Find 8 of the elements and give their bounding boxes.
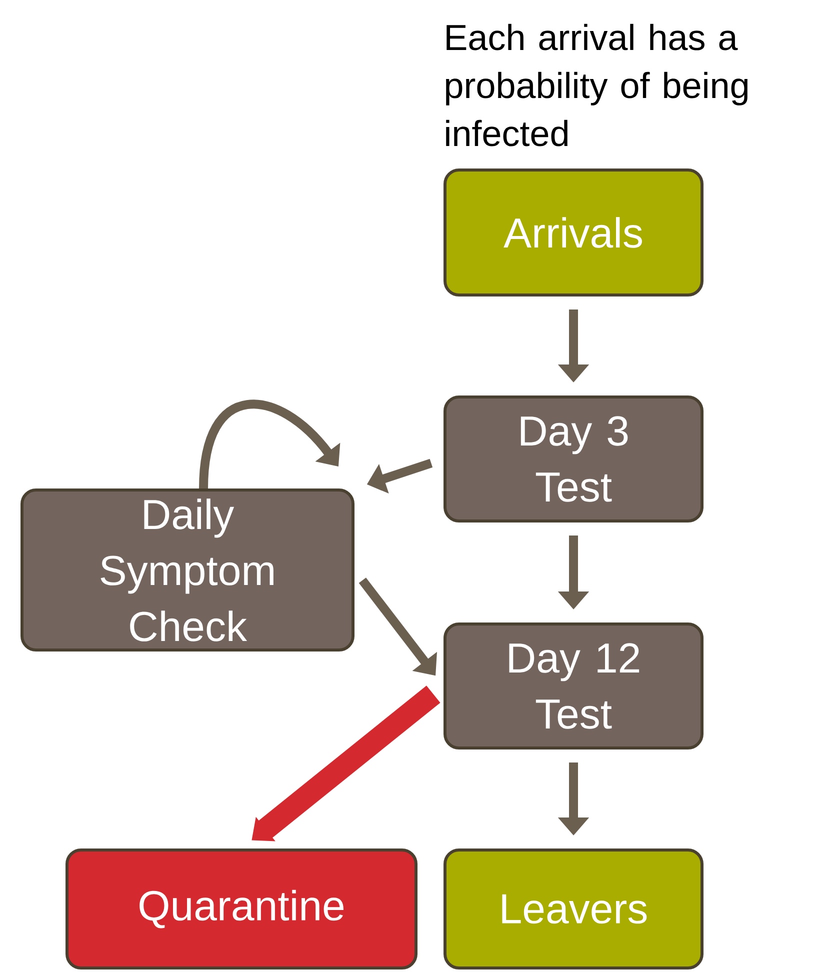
process-box: Quarantine [66, 848, 418, 970]
process-box: Arrivals [444, 168, 704, 296]
process-box: Daily Symptom Check [20, 488, 354, 652]
process-box: Day 3 Test [444, 396, 704, 522]
process-box: Leavers [444, 848, 704, 970]
annotation-text: Each arrival has a probability of being infected [446, 24, 748, 146]
loop-arrow [199, 400, 340, 489]
process-box: Day 12 Test [444, 622, 704, 750]
